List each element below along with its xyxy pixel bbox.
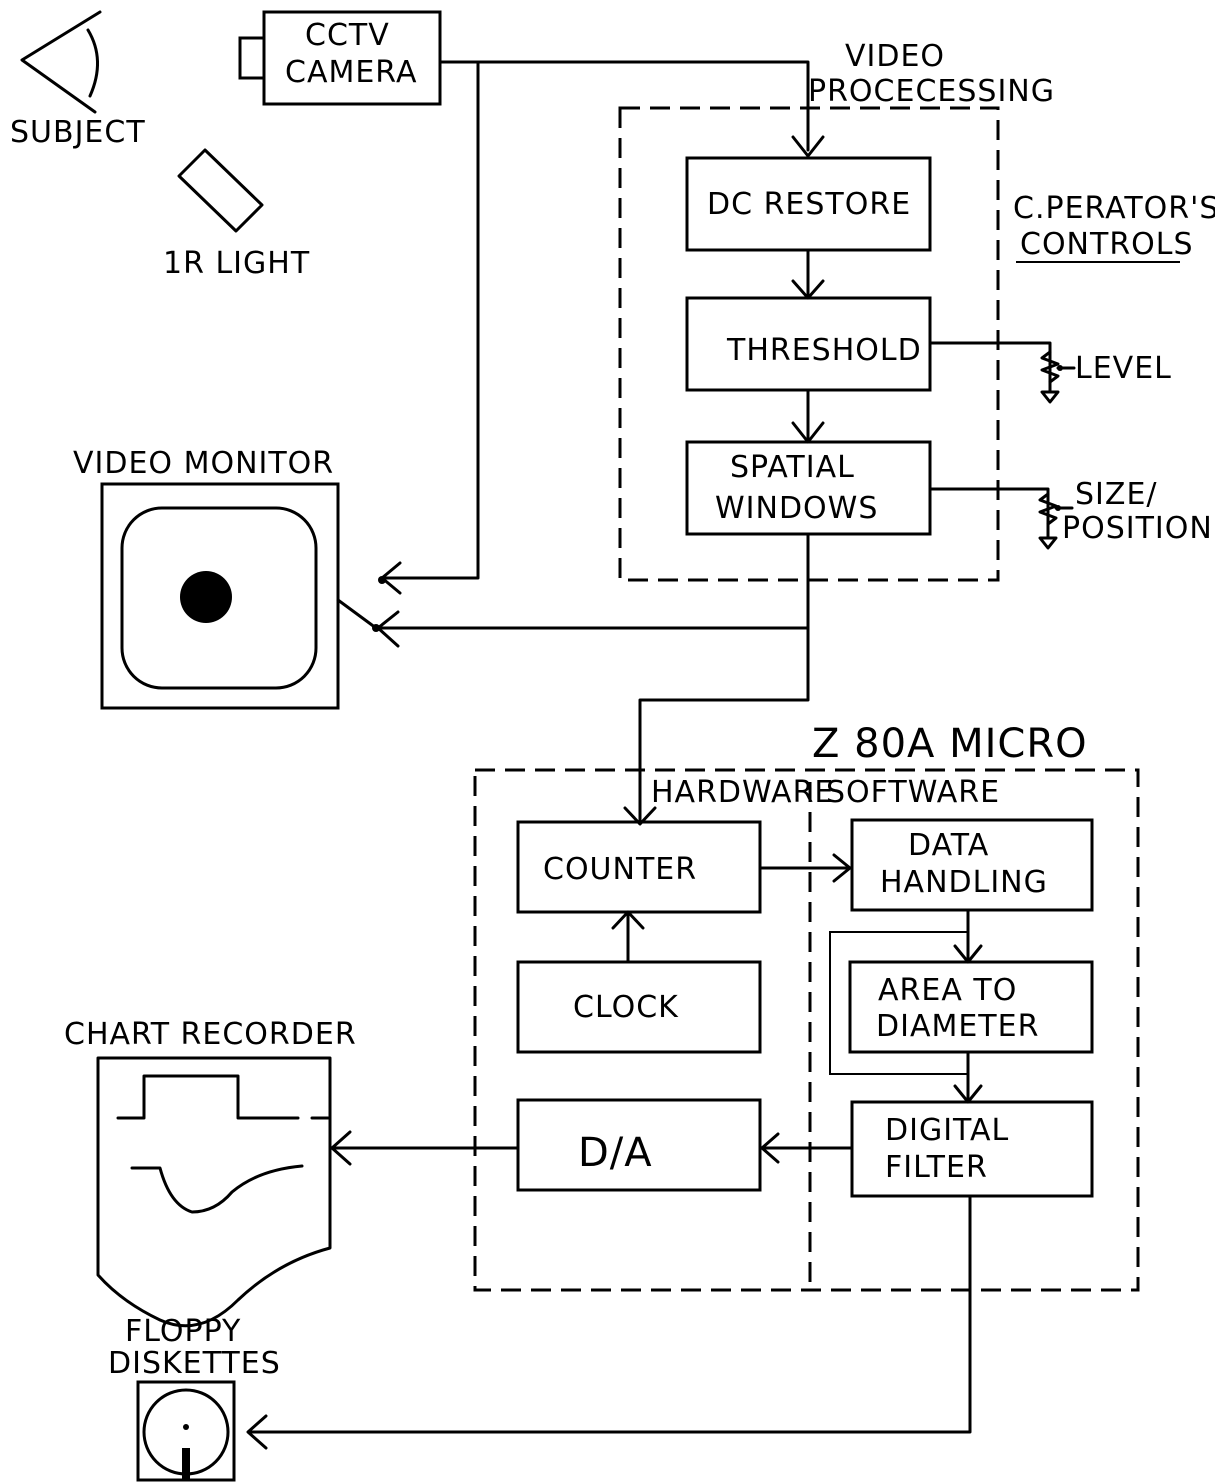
cctv-camera: [238, 10, 442, 106]
spatial-windows-label-line2: WINDOWS: [715, 491, 878, 526]
area-to-diameter-label-line2: DIAMETER: [876, 1009, 1039, 1044]
da-label: D/A: [578, 1130, 653, 1176]
dc-to-threshold-arrowhead: [791, 279, 825, 300]
floppy-label-line1: FLOPPY: [125, 1314, 241, 1349]
counter-input-arrowhead: [623, 806, 657, 826]
operator-controls-label-line2: CONTROLS: [1020, 227, 1194, 262]
counter-label: COUNTER: [543, 852, 697, 887]
level-control-wire: [928, 341, 1052, 394]
threshold-to-windows-arrowhead: [791, 421, 825, 444]
chart-recorder: [96, 1056, 332, 1328]
camera-output-wire: [438, 60, 810, 152]
camera-input-arrowhead: [791, 135, 825, 158]
subject-eye-icon: [20, 10, 102, 114]
ir-light-icon: [177, 148, 264, 233]
spatial-windows-label-line1: SPATIAL: [730, 450, 855, 485]
area-bypass-wire: [829, 931, 968, 1075]
camera-label-line2: CAMERA: [285, 55, 417, 90]
da-block: [516, 1098, 762, 1192]
chart-trace-lower: [130, 1164, 304, 1214]
counter-to-data-arrowhead: [832, 853, 852, 883]
clock-label: CLOCK: [573, 990, 679, 1025]
monitor-switch-lever: [336, 598, 378, 630]
size-position-potentiometer-icon: [1038, 492, 1074, 550]
level-potentiometer-icon: [1040, 350, 1076, 404]
hardware-label: HARDWARE: [651, 775, 834, 810]
micro-label: Z 80A MICRO: [812, 721, 1088, 767]
chart-trace-upper: [116, 1074, 300, 1120]
clock-block: [516, 960, 762, 1054]
data-to-area-arrowhead: [953, 944, 983, 964]
floppy-label-line2: DISKETTES: [108, 1346, 281, 1381]
operator-controls-label-line1: C.PERATOR'S: [1013, 191, 1215, 226]
area-to-diameter-label-line1: AREA TO: [878, 973, 1017, 1008]
data-handling-block: [850, 818, 1094, 912]
dc-restore-label: DC RESTORE: [707, 187, 911, 222]
data-handling-label-line1: DATA: [908, 828, 989, 863]
camera-to-monitor-wire: [383, 60, 480, 580]
software-label: SOFTWARE: [826, 775, 1000, 810]
digital-filter-label-line2: FILTER: [885, 1150, 988, 1185]
micro-boundary: [473, 768, 1140, 1292]
size-position-label-line2: POSITION: [1062, 511, 1213, 546]
video-processing-label-line1: VIDEO: [845, 39, 945, 74]
floppy-disk-icon: [136, 1380, 236, 1482]
video-monitor: [100, 482, 340, 710]
level-label: LEVEL: [1075, 351, 1172, 386]
clock-to-counter-arrowhead: [611, 910, 645, 930]
camera-label-line1: CCTV: [305, 18, 390, 53]
chart-recorder-label: CHART RECORDER: [64, 1017, 357, 1052]
ir-light-label: 1R LIGHT: [163, 246, 310, 281]
threshold-label: THRESHOLD: [726, 333, 922, 368]
pupil-dot: [180, 571, 232, 623]
da-to-chart-arrowhead: [330, 1130, 352, 1166]
filter-to-da-arrowhead: [760, 1132, 780, 1164]
video-processing-label-line2: PROCECESSING: [808, 74, 1055, 109]
filter-to-floppy-wire: [248, 1194, 972, 1434]
data-handling-label-line2: HANDLING: [880, 865, 1048, 900]
windows-output-wire: [638, 532, 810, 824]
monitor-switch-contact-1: [378, 576, 386, 584]
area-to-diameter-block: [848, 960, 1094, 1054]
size-position-label-line1: SIZE/: [1075, 477, 1158, 512]
filter-to-floppy-arrowhead: [246, 1414, 268, 1450]
size-position-control-wire: [928, 487, 1050, 540]
subject-label: SUBJECT: [10, 115, 146, 150]
video-monitor-label: VIDEO MONITOR: [73, 446, 334, 481]
digital-filter-label-line1: DIGITAL: [885, 1113, 1009, 1148]
